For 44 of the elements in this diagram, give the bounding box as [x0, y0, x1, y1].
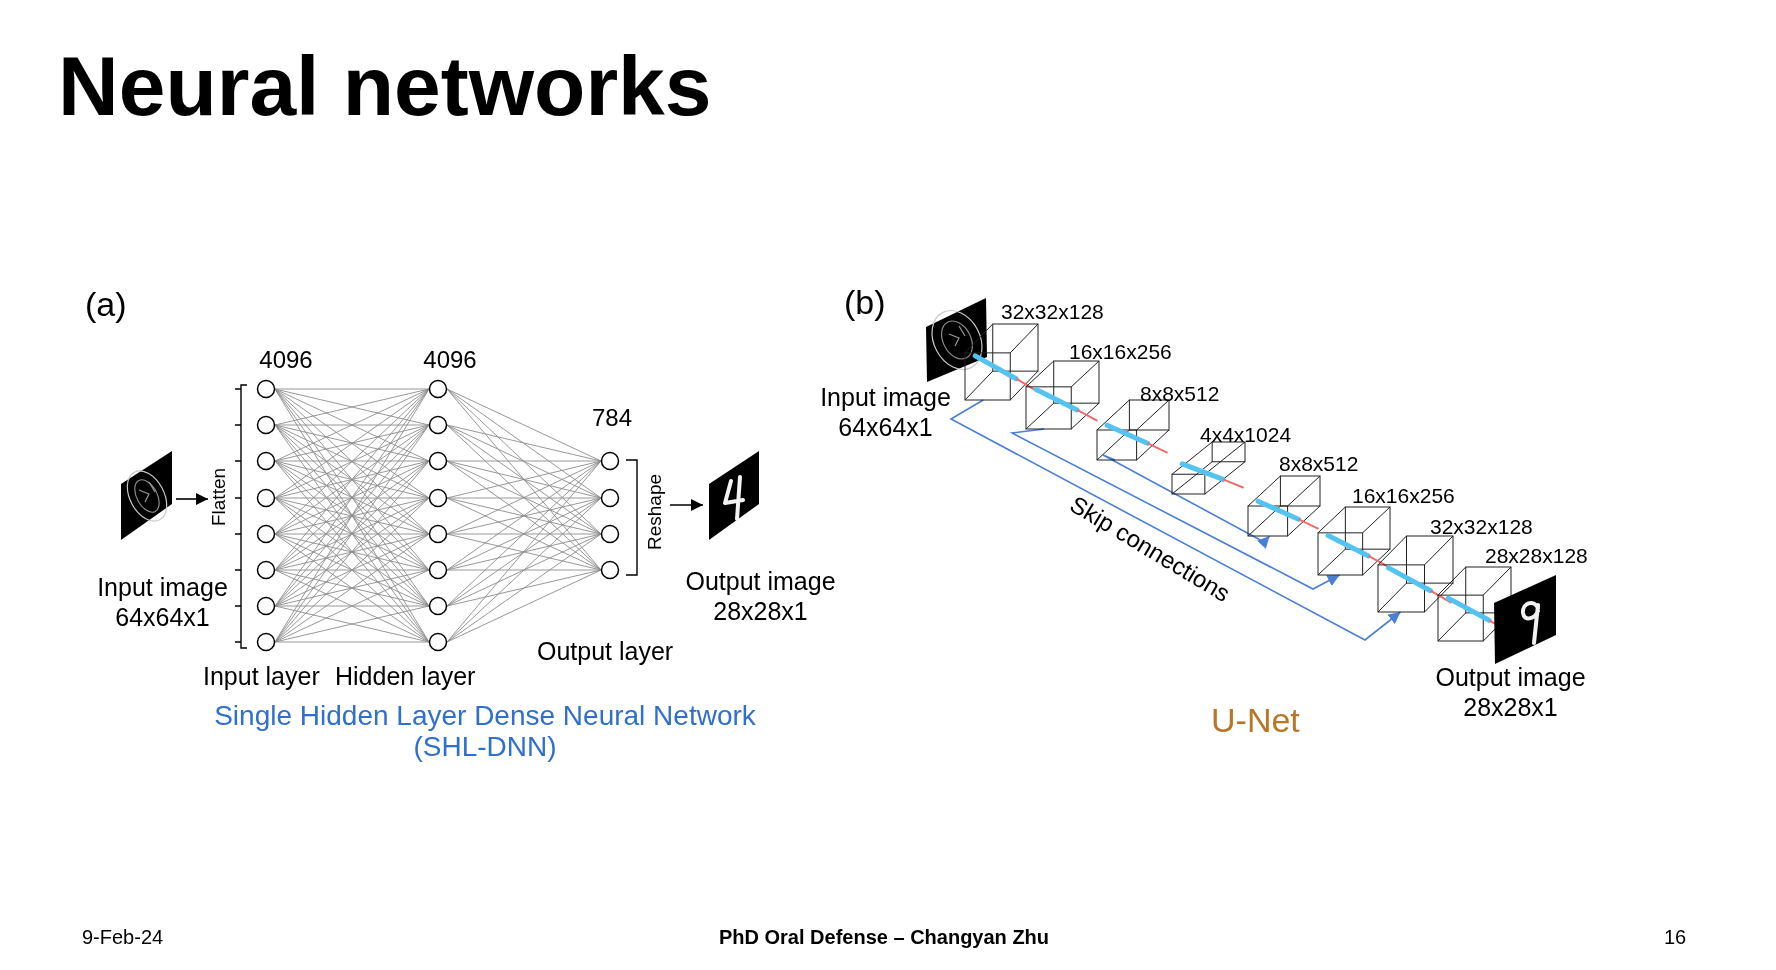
dimension-label: 32x32x128 [1001, 300, 1104, 324]
image-caption: Input image 64x64x1 [819, 382, 952, 442]
text-label: 16 [1664, 925, 1687, 949]
dimension-label: 16x16x256 [1352, 484, 1455, 508]
figure-caption: U-Net [1211, 700, 1300, 740]
feature-map-cube [965, 324, 1038, 400]
feature-map-cube [1378, 536, 1453, 612]
connection-lines [446, 388, 602, 643]
dimension-label: 8x8x512 [1279, 452, 1359, 476]
neuron-count: 4096 [423, 346, 477, 374]
text-label: (b) [844, 282, 886, 322]
grayscale-image [926, 298, 988, 383]
dimension-label: 8x8x512 [1140, 382, 1220, 406]
arrow [669, 499, 704, 511]
connection-lines [274, 388, 430, 643]
digit-image [706, 451, 760, 541]
dimension-label: 32x32x128 [1430, 515, 1533, 539]
figure-caption: Single Hidden Layer Dense Neural Network (SHL-DNN) [213, 700, 757, 762]
feature-map-cube [1172, 442, 1245, 494]
neuron-count: 784 [592, 404, 632, 432]
text-label: (a) [85, 284, 127, 324]
text-label: 9-Feb-24 [82, 925, 164, 949]
dimension-label: 4x4x1024 [1200, 423, 1292, 447]
image-caption: Input image 64x64x1 [96, 572, 229, 632]
image-caption: Output image 28x28x1 [684, 566, 837, 626]
image-caption: Output image 28x28x1 [1434, 662, 1587, 722]
layer-label: Input layer [203, 662, 320, 691]
layer-label: Output layer [537, 637, 674, 666]
text-label: PhD Oral Defense – Changyan Zhu [718, 925, 1050, 949]
digit-image [1494, 575, 1557, 665]
slide-title: Neural networks [58, 40, 712, 133]
arrow [1009, 428, 1341, 590]
arrow [175, 493, 209, 505]
feature-map-cube [1097, 400, 1169, 460]
layer-label: Hidden layer [335, 662, 476, 691]
neuron-count: 4096 [259, 346, 313, 374]
dimension-label: 28x28x128 [1485, 544, 1588, 568]
dimension-label: 16x16x256 [1069, 340, 1172, 364]
arrow [949, 399, 1402, 641]
grayscale-image [121, 451, 173, 541]
feature-map-cube [1248, 476, 1320, 536]
arrow [1102, 454, 1271, 549]
feature-map-cube [1318, 507, 1390, 575]
feature-map-cube [1026, 361, 1099, 429]
